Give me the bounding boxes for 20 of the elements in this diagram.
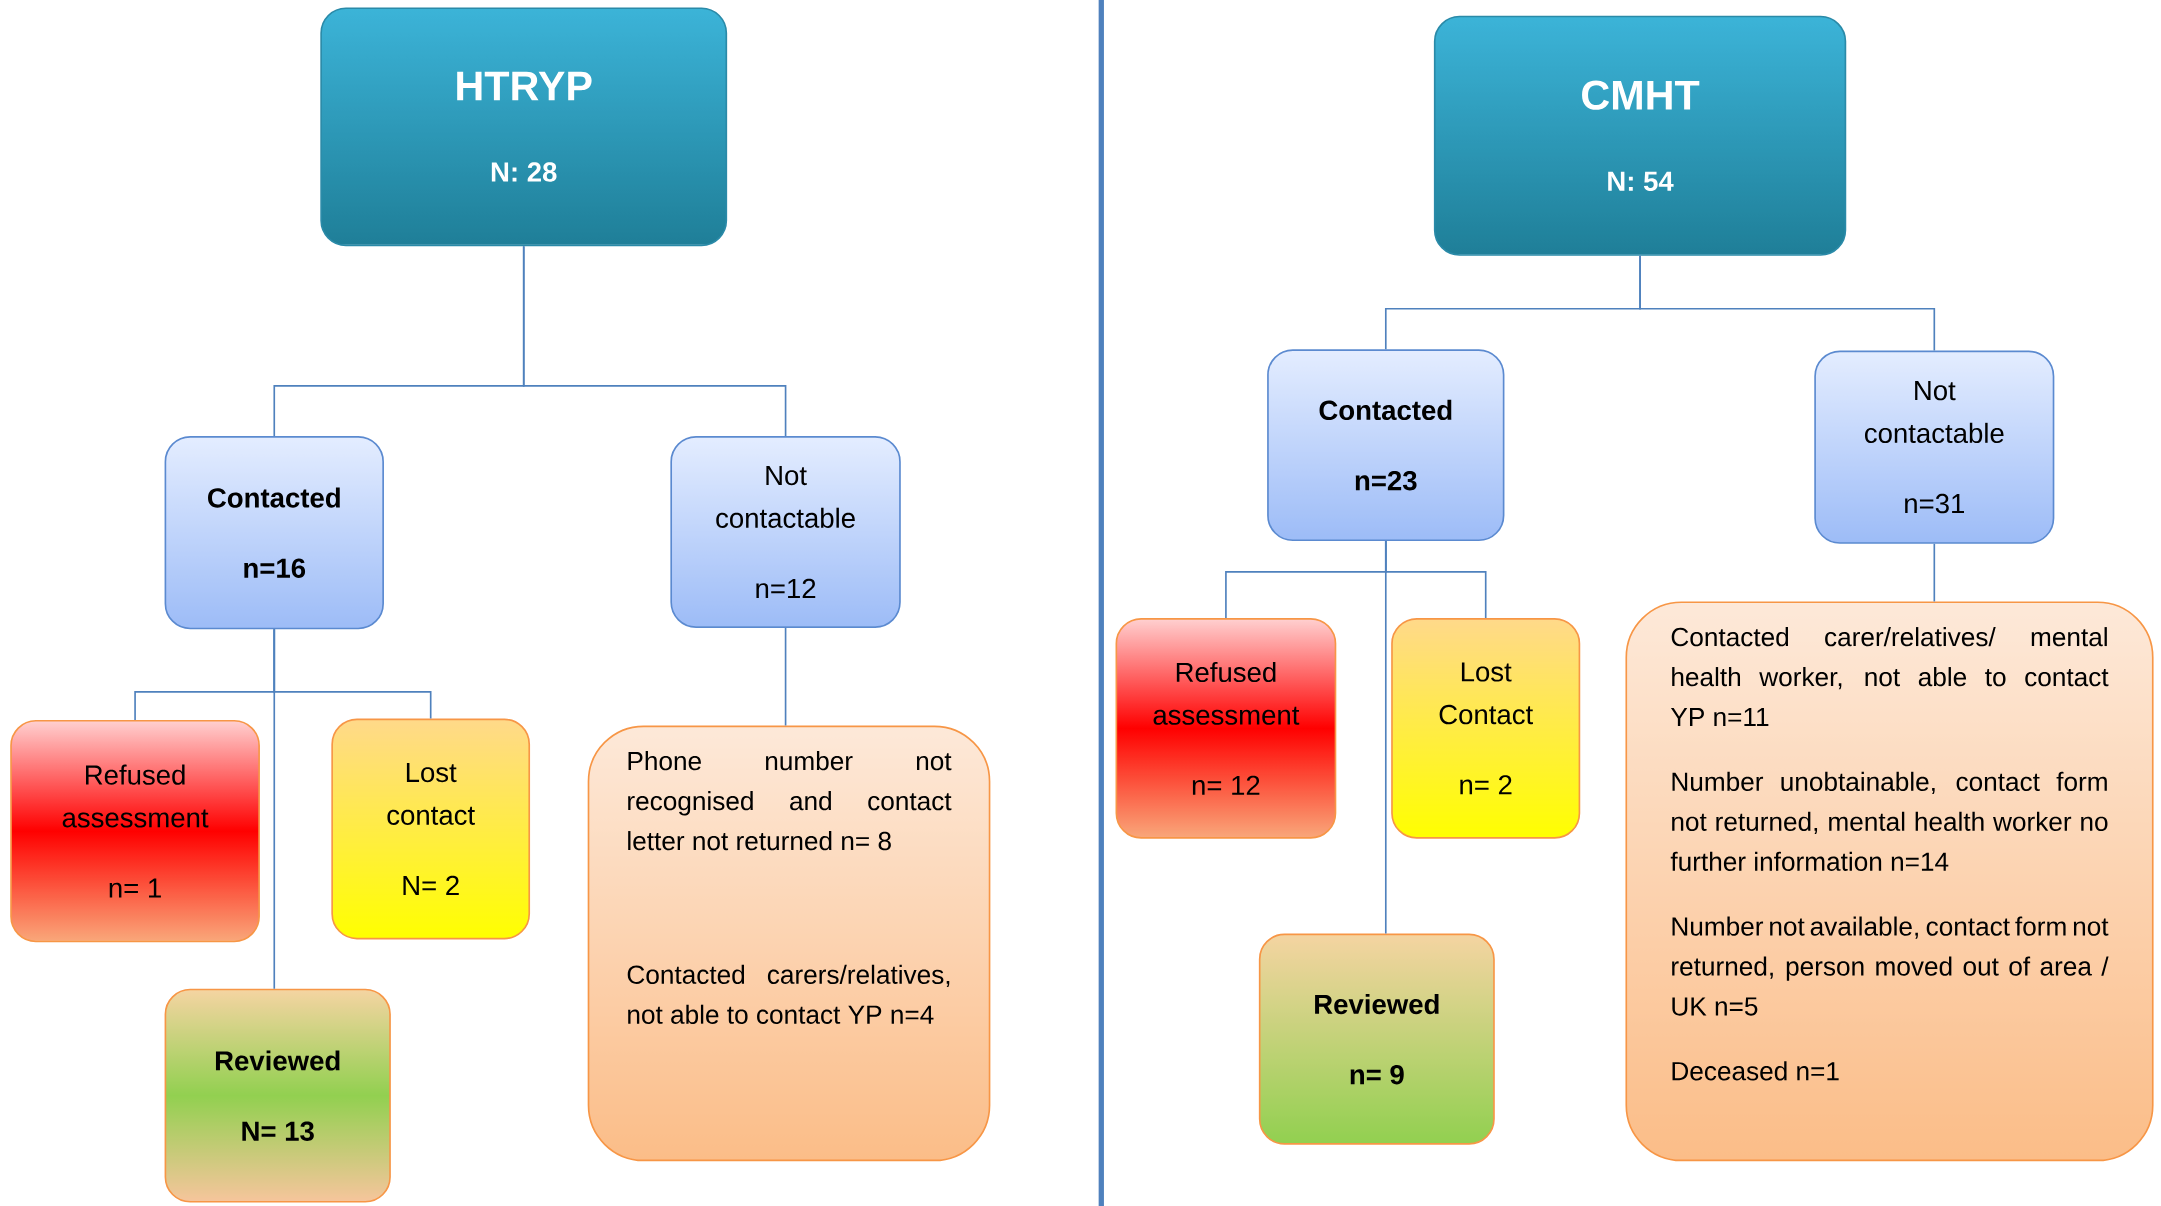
- outcome-box: Reviewed N= 13: [164, 988, 391, 1203]
- reason-box: Phone number not recognised and contact letter not returned n= 8 Contacted carers/relatives, not able to contact YP n=4: [587, 725, 991, 1162]
- title-box: HTRYP N: 28: [320, 7, 728, 247]
- category-box: Contacted n=16: [164, 436, 384, 630]
- connector-line: [522, 245, 787, 437]
- connector-line: [273, 628, 276, 990]
- outcome-box: Refused assessment n= 1: [10, 720, 260, 943]
- outcome-box: Refused assessment n= 12: [1115, 618, 1337, 839]
- reason-box: Contacted carer/relatives/ mental health worker, not able to contact YP n=11 Number unobtainable, contact form not returned, mental health worker no further information n=14 Number not available, contact form not returned, person moved out of area / UK n=5 Deceased n=1: [1625, 601, 2154, 1162]
- title-box: CMHT N: 54: [1433, 15, 1847, 256]
- connector-line: [1933, 543, 1936, 603]
- outcome-box: Lost Contact n= 2: [1391, 618, 1581, 839]
- connector-line: [1384, 540, 1387, 935]
- outcome-box: Lost contact N= 2: [331, 718, 531, 940]
- connector-line: [1639, 255, 1936, 352]
- outcome-box: Reviewed n= 9: [1258, 933, 1495, 1145]
- category-box: Not contactable n=31: [1814, 350, 2055, 544]
- category-box: Not contactable n=12: [670, 436, 901, 628]
- connector-line: [784, 627, 787, 727]
- category-box: Contacted n=23: [1267, 349, 1505, 542]
